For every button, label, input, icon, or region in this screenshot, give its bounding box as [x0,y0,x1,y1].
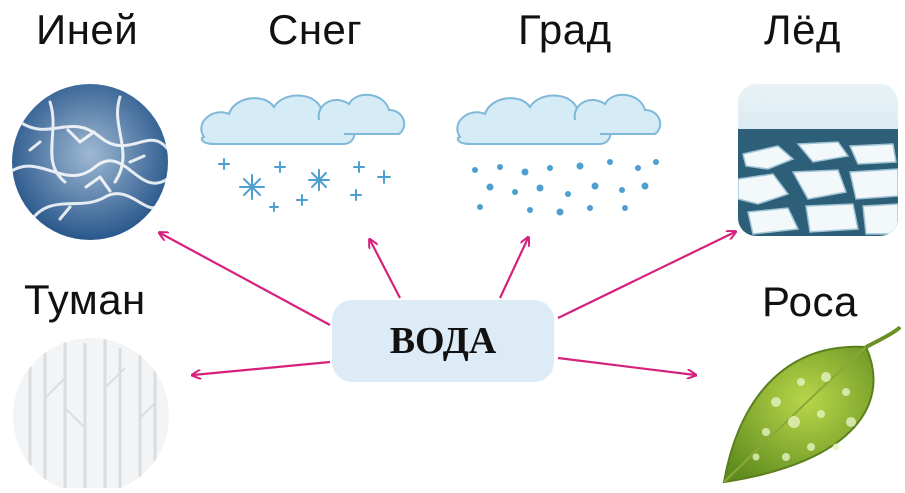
frost-label: Иней [36,6,139,53]
fog-label: Туман [24,276,146,323]
dew-image [722,325,901,484]
arrow-to-dew [557,356,695,375]
arrow-to-ice [557,232,735,319]
fog-image [13,338,169,488]
snow-label: Снег [268,6,363,53]
hail-image [456,94,662,216]
arrow-to-hail [499,238,528,299]
ice-image [738,84,898,236]
center-label: ВОДА [389,320,497,362]
snow-image [200,94,406,212]
arrow-to-snow [370,240,401,299]
arrow-to-fog [193,360,331,375]
dew-label: Роса [762,278,858,325]
hail-label: Град [518,6,612,53]
arrow-to-frost [160,233,331,326]
frost-image [12,84,168,240]
center-node: ВОДА [332,300,554,382]
ice-label: Лёд [764,6,841,53]
